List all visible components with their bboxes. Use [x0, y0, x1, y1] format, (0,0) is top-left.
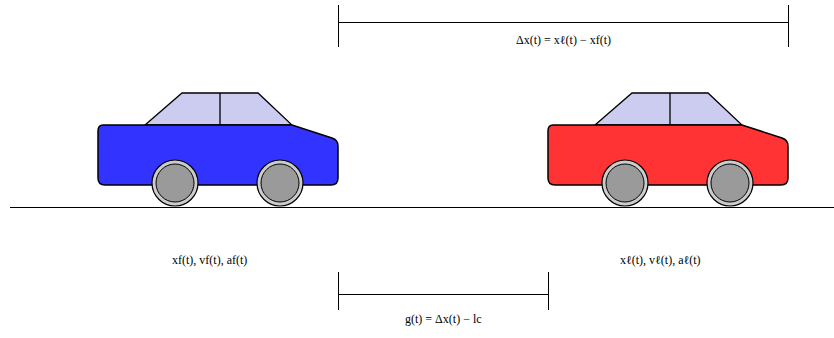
- follower-car: [98, 93, 338, 206]
- leader-state-label: xℓ(t), vℓ(t), aℓ(t): [620, 253, 701, 267]
- headway-label: Δx(t) = xℓ(t) − xf(t): [513, 33, 614, 47]
- gap-bracket: [339, 272, 549, 310]
- leader-car: [548, 93, 788, 206]
- road-line: [10, 207, 834, 208]
- follower-state-label: xf(t), vf(t), af(t): [172, 253, 247, 267]
- headway-bracket: [339, 5, 789, 47]
- gap-label: g(t) = Δx(t) − lc: [402, 312, 485, 326]
